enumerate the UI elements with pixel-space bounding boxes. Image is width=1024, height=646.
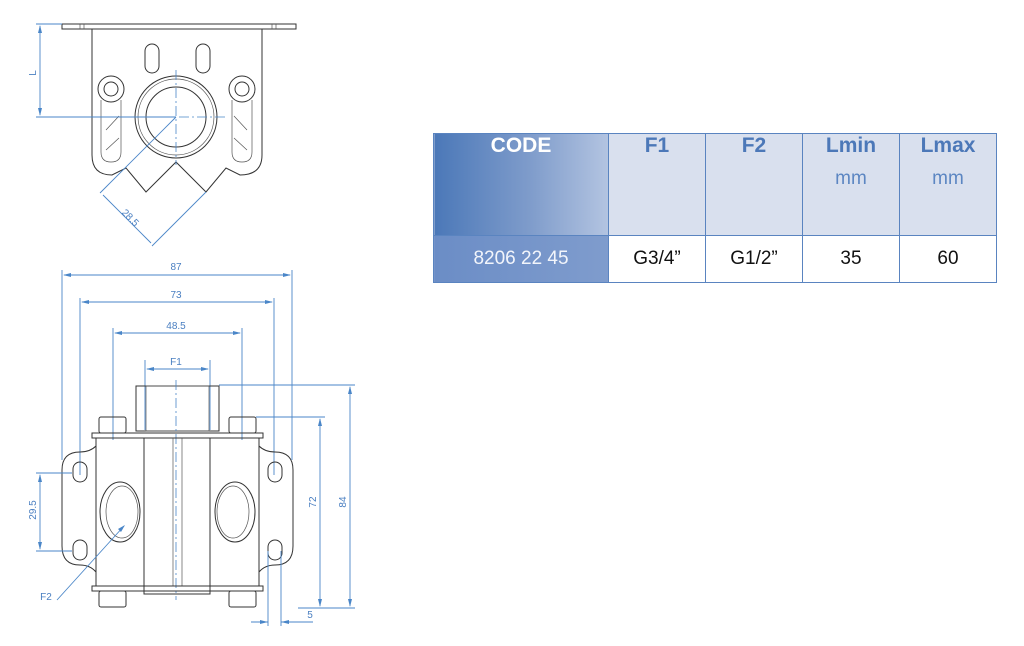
label-F2: F2	[40, 592, 52, 603]
dim-28-5-label: 28.5	[119, 207, 141, 229]
dim-F1-label: F1	[170, 357, 182, 368]
dim-5-label: 5	[307, 610, 313, 621]
dim-L-label: L	[28, 70, 39, 76]
cell-f2: G1/2”	[705, 235, 803, 283]
header-lmax-unit: mm	[932, 168, 964, 189]
front-view: 87 73 48.5 F1	[28, 262, 355, 626]
spec-table: CODE F1 F2 Lmin mm Lmax mm 8206 22 45 G3/4…	[433, 133, 997, 283]
dim-29-5-label: 29.5	[28, 500, 39, 520]
header-f1: F1	[608, 133, 706, 236]
table-header-row: CODE F1 F2 Lmin mm Lmax mm	[433, 133, 997, 236]
header-f2-label: F2	[741, 134, 767, 157]
cell-f1: G3/4”	[608, 235, 706, 283]
dim-72-label: 72	[308, 496, 319, 508]
header-lmin-unit: mm	[835, 168, 867, 189]
header-lmax: Lmax mm	[899, 133, 997, 236]
cell-lmax: 60	[899, 235, 997, 283]
header-lmin: Lmin mm	[802, 133, 900, 236]
table-row: 8206 22 45 G3/4” G1/2” 35 60	[433, 235, 997, 283]
header-lmin-label: Lmin	[825, 134, 877, 157]
dim-73-label: 73	[170, 290, 182, 301]
header-f2: F2	[705, 133, 803, 236]
dim-87-label: 87	[170, 262, 182, 273]
technical-drawing: L 28.5 87 73 48.5 F1	[28, 23, 355, 626]
cell-lmin: 35	[802, 235, 900, 283]
dim-84-label: 84	[338, 496, 349, 508]
header-lmax-label: Lmax	[920, 134, 976, 157]
cell-code: 8206 22 45	[433, 235, 609, 283]
header-code: CODE	[433, 133, 609, 236]
dim-48-5-label: 48.5	[166, 321, 186, 332]
top-view: L 28.5	[28, 23, 297, 247]
header-f1-label: F1	[644, 134, 670, 157]
